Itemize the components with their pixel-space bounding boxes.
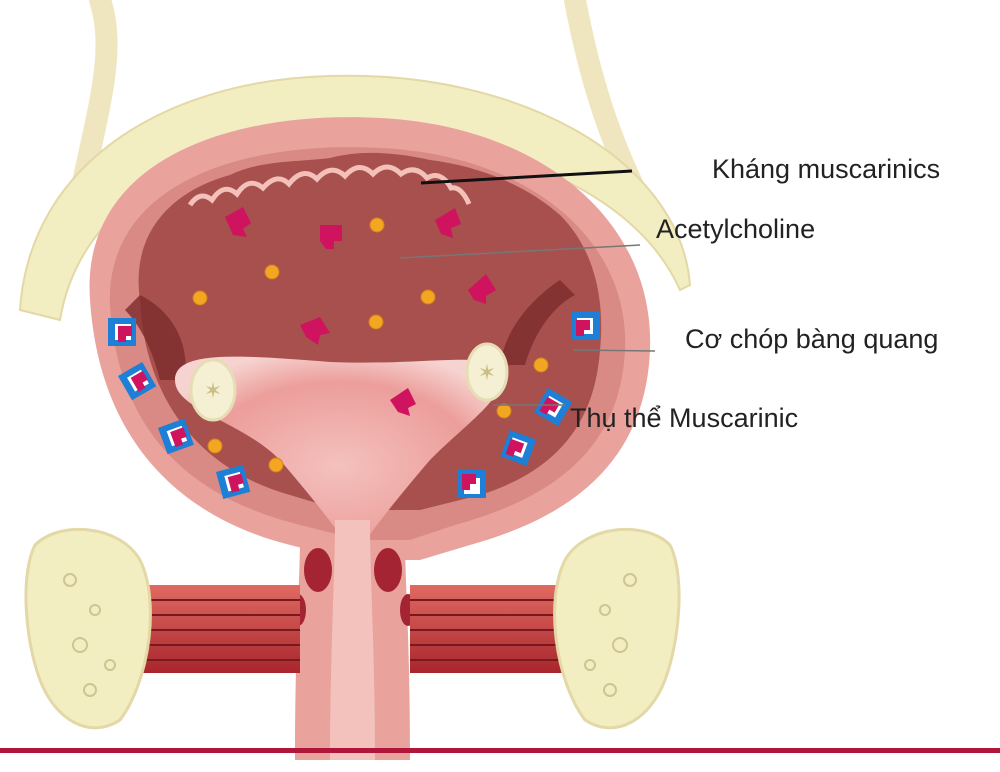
right-pubic-bone: [555, 529, 679, 727]
left-ureter-section: ✶: [191, 360, 235, 420]
label-acetylcholine: Acetylcholine: [656, 216, 815, 243]
label-anti-muscarinics: Kháng muscarinics: [712, 156, 940, 183]
label-muscarinic-receptor: Thụ thể Muscarinic: [570, 405, 798, 432]
left-pubic-bone: [26, 529, 150, 727]
urethra-inner: [330, 520, 375, 760]
svg-text:✶: ✶: [204, 379, 222, 404]
footer-line: [0, 748, 1000, 753]
leader-detrusor: [573, 350, 655, 351]
svg-text:✶: ✶: [478, 361, 496, 386]
right-sphincter: [374, 548, 402, 592]
label-detrusor: Cơ chóp bàng quang: [685, 326, 938, 353]
left-sphincter: [304, 548, 332, 592]
right-ureter-section: ✶: [467, 344, 507, 400]
